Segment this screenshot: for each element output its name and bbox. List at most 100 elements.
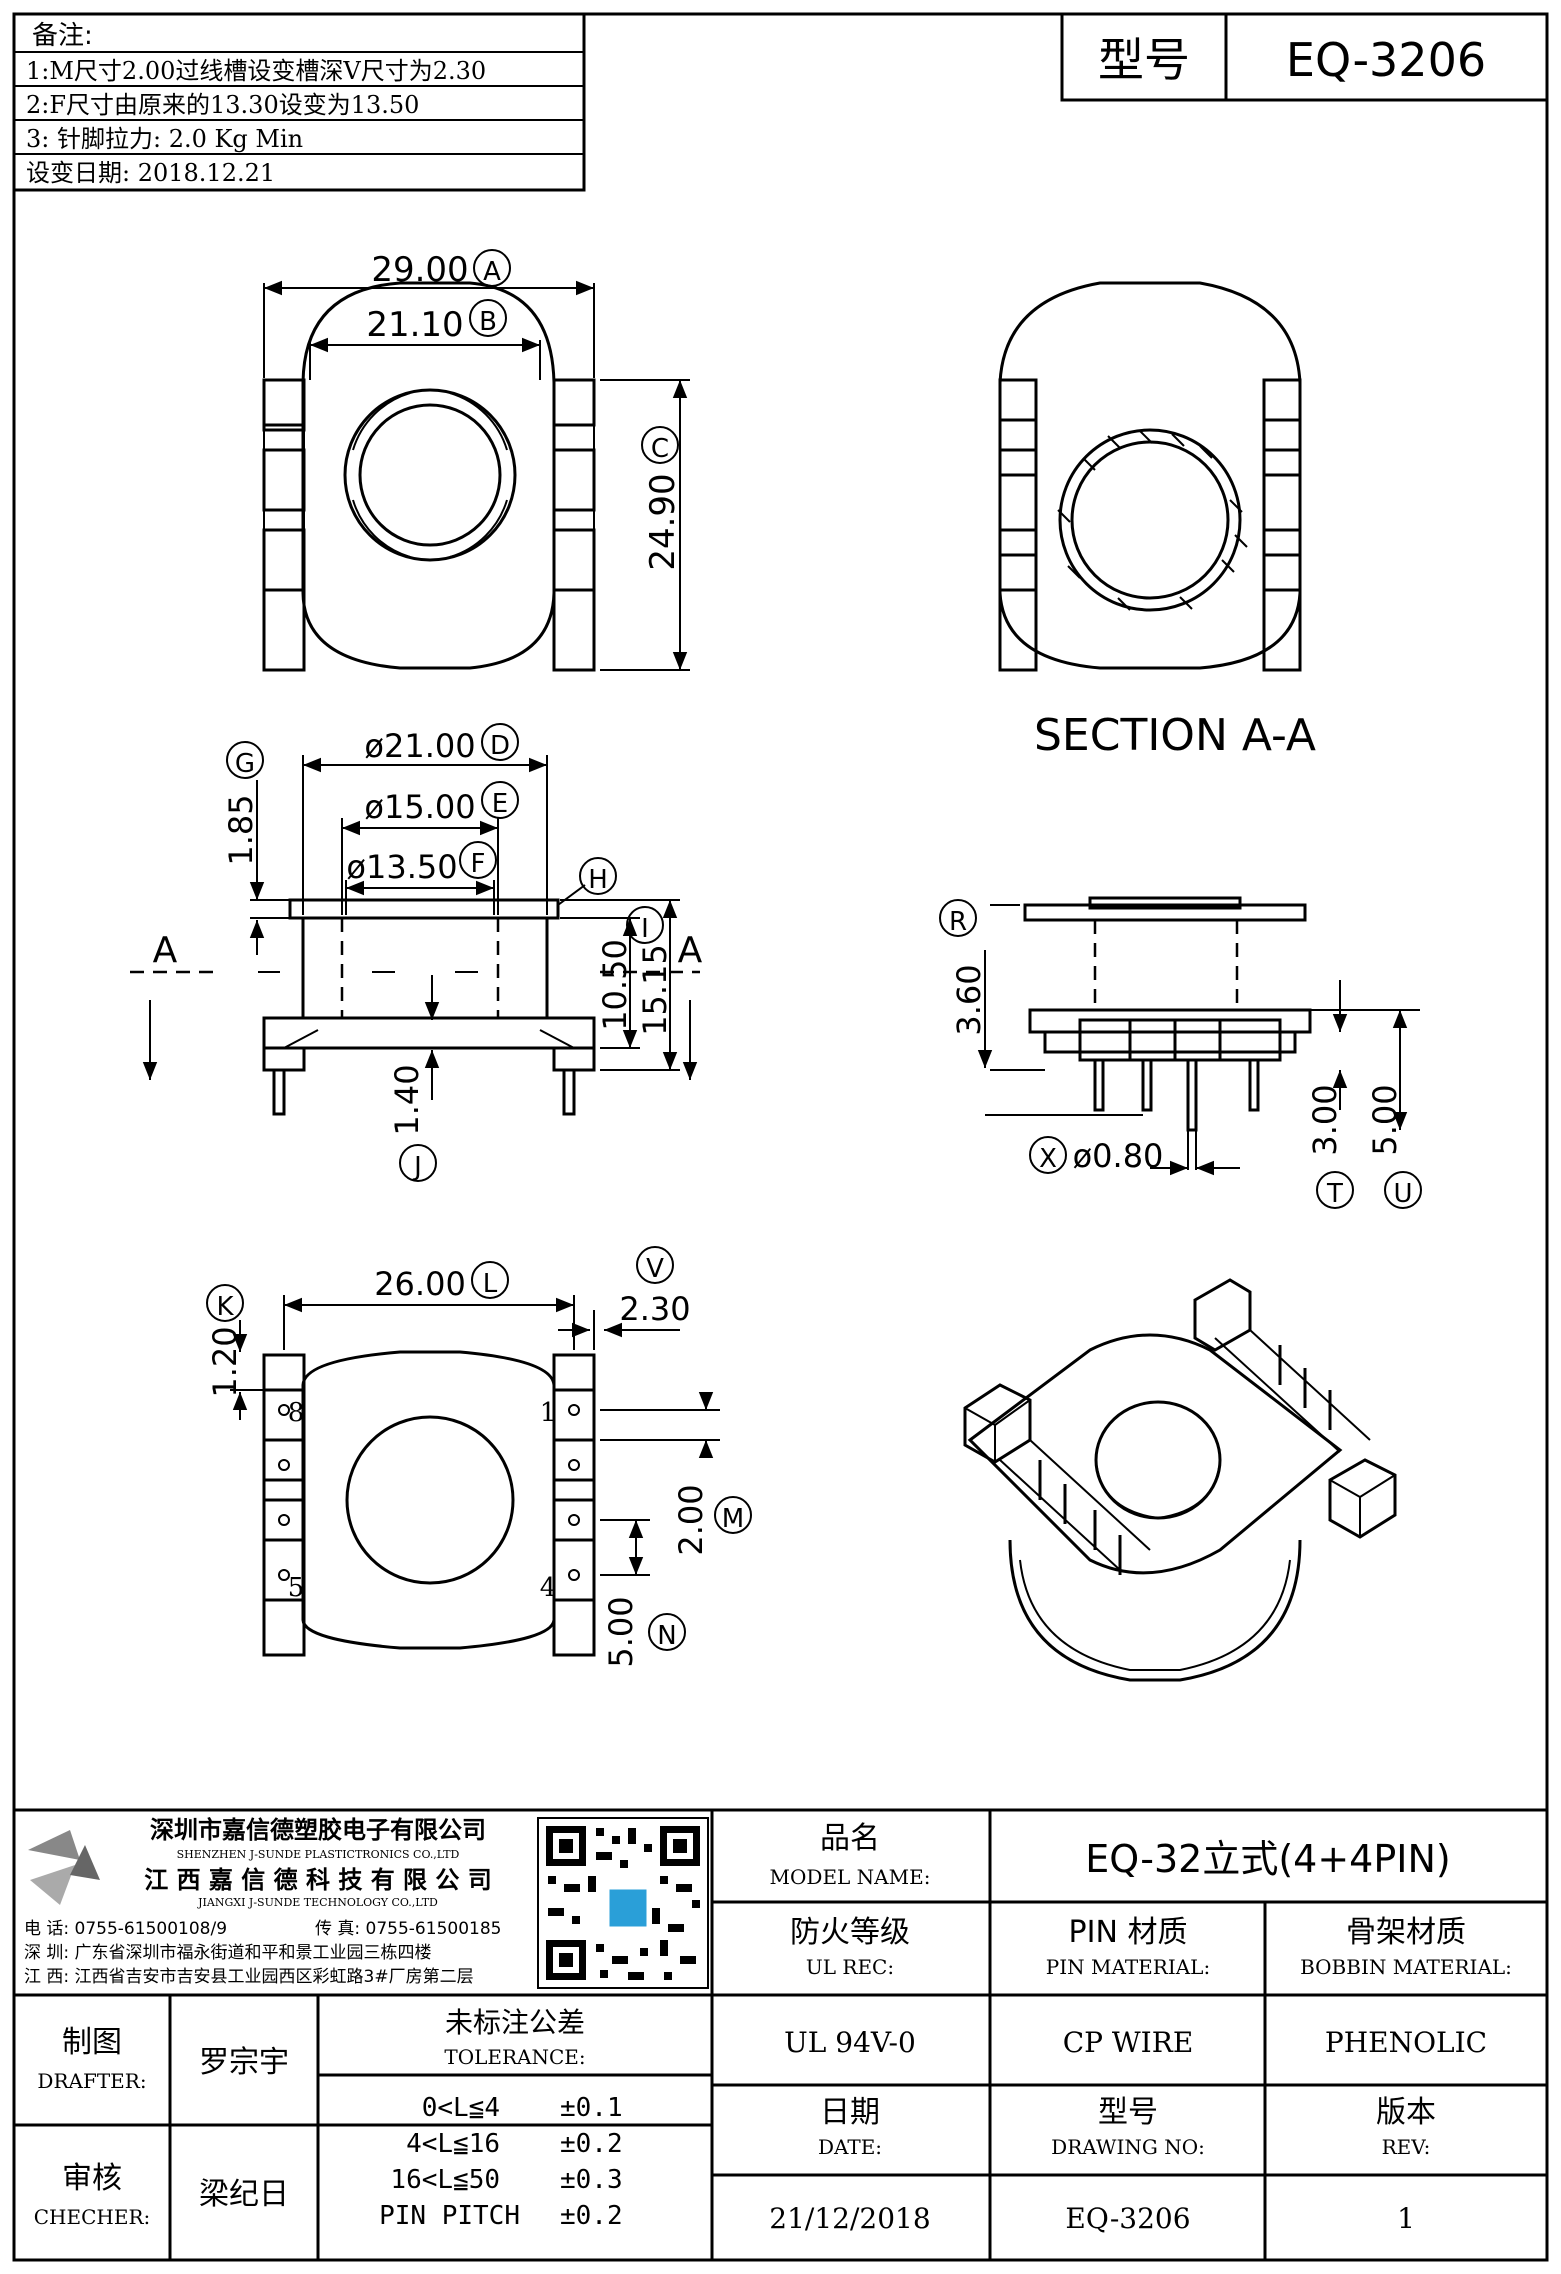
title-block: 深圳市嘉信德塑胶电子有限公司 SHENZHEN J-SUNDE PLASTICT… <box>14 1808 1547 2260</box>
pin-material-label-cn: PIN 材质 <box>1069 1915 1188 1950</box>
label-m: M <box>722 1504 744 1534</box>
label-b: B <box>479 307 497 337</box>
tolerance-value-3: ±0.3 <box>560 2165 623 2195</box>
dim-3-00: 3.00 <box>1306 1084 1344 1155</box>
dim-15-15: 15.15 <box>636 944 674 1036</box>
company-phone: 电 话: 0755-61500108/9 <box>24 1919 227 1939</box>
ul-label-cn: 防火等级 <box>790 1915 910 1950</box>
drawing-no-value: EQ-3206 <box>1065 2202 1190 2235</box>
side-view: 3.60 R X ø0.80 3.00 5.00 T U <box>939 896 1422 1209</box>
checker-label-cn: 审核 <box>62 2161 122 2196</box>
model-name-label-cn: 品名 <box>820 1821 880 1856</box>
label-h: H <box>588 865 608 895</box>
dim-2-30: 2.30 <box>619 1290 690 1328</box>
model-header-value: EQ-3206 <box>1286 33 1486 87</box>
dim-5-00-b: 5.00 <box>602 1596 640 1667</box>
drafter-value: 罗宗宇 <box>199 2045 289 2080</box>
front-view: A A ø21.00 D ø15.00 E ø13.50 F 1.85 <box>130 723 703 1182</box>
label-r: R <box>949 907 967 937</box>
label-c: C <box>651 434 669 464</box>
isometric-view <box>963 1278 1397 1682</box>
dim-x: ø0.80 <box>1073 1137 1164 1175</box>
note-2: 2:F尺寸由原来的13.30设变为13.50 <box>26 91 419 119</box>
pin-number-1: 1 <box>540 1398 557 1428</box>
rev-label-en: REV: <box>1382 2135 1431 2159</box>
label-d: D <box>490 731 510 761</box>
rev-value: 1 <box>1397 2202 1415 2235</box>
label-t: T <box>1326 1179 1343 1209</box>
dim-10-50: 10.50 <box>596 939 634 1031</box>
bobbin-material-label-cn: 骨架材质 <box>1346 1915 1466 1950</box>
tolerance-range-4: PIN PITCH <box>379 2201 520 2231</box>
company-name-en-2: JIANGXI J-SUNDE TECHNOLOGY CO.,LTD <box>197 1896 438 1909</box>
drafter-label-en: DRAFTER: <box>37 2069 146 2093</box>
bottom-view: 8 1 5 4 26.00 L 2.30 V 1.20 K 2.00 M <box>206 1246 752 1668</box>
company-fax: 传 真: 0755-61500185 <box>315 1919 501 1939</box>
date-value: 21/12/2018 <box>769 2202 930 2235</box>
pin-number-5: 5 <box>288 1573 305 1603</box>
drawing-frame <box>12 12 1549 2262</box>
date-label-cn: 日期 <box>820 2095 880 2130</box>
drafter-label-cn: 制图 <box>62 2025 122 2060</box>
company-name-cn-1: 深圳市嘉信德塑胶电子有限公司 <box>150 1816 486 1844</box>
label-i: I <box>641 914 649 944</box>
tolerance-range-1: 0<L≦4 <box>422 2093 500 2123</box>
label-x: X <box>1039 1144 1057 1174</box>
label-j: J <box>412 1152 422 1182</box>
section-mark-right: A <box>678 930 703 971</box>
model-name-value: EQ-32立式(4+4PIN) <box>1085 1837 1450 1881</box>
pin-number-8: 8 <box>288 1398 305 1428</box>
label-v: V <box>646 1254 664 1284</box>
notes-title: 备注: <box>32 21 93 51</box>
label-u: U <box>1393 1179 1412 1209</box>
tolerance-label-en: TOLERANCE: <box>444 2045 585 2069</box>
tolerance-range-2: 4<L≦16 <box>406 2129 500 2159</box>
label-g: G <box>235 749 255 779</box>
section-mark-left: A <box>153 930 178 971</box>
model-header: 型号 EQ-3206 <box>1060 12 1549 102</box>
dim-j: 1.40 <box>388 1064 426 1135</box>
checker-label-en: CHECHER: <box>34 2205 150 2229</box>
pin-material-value: CP WIRE <box>1063 2026 1194 2059</box>
company-address-2: 江 西: 江西省吉安市吉安县工业园西区彩虹路3#厂房第二层 <box>24 1967 474 1987</box>
section-view: SECTION A-A <box>998 281 1316 761</box>
dim-g: 1.85 <box>222 794 260 865</box>
dim-5-00: 5.00 <box>1366 1084 1404 1155</box>
drawing-no-label-cn: 型号 <box>1098 2095 1158 2130</box>
pin-material-label-en: PIN MATERIAL: <box>1046 1955 1210 1979</box>
section-title: SECTION A-A <box>1034 710 1316 761</box>
bobbin-material-label-en: BOBBIN MATERIAL: <box>1300 1955 1512 1979</box>
dim-24-90: 24.90 <box>643 473 683 570</box>
tolerance-value-4: ±0.2 <box>560 2201 623 2231</box>
rev-label-cn: 版本 <box>1376 2095 1436 2130</box>
date-label-en: DATE: <box>818 2135 882 2159</box>
label-e: E <box>492 789 508 819</box>
dim-21-10: 21.10 <box>366 305 463 345</box>
ul-label-en: UL REC: <box>806 1955 894 1979</box>
qr-code-image <box>537 1817 709 1989</box>
label-a: A <box>483 257 501 287</box>
notes-box: 备注: 1:M尺寸2.00过线槽设变槽深V尺寸为2.30 2:F尺寸由原来的13… <box>12 12 586 192</box>
tolerance-label-cn: 未标注公差 <box>445 2006 585 2039</box>
dim-3-60: 3.60 <box>950 964 988 1035</box>
dim-29: 29.00 <box>371 250 468 290</box>
top-view: 29.00 A 21.10 B 24.90 C <box>262 249 690 672</box>
bobbin-material-value: PHENOLIC <box>1325 2026 1487 2059</box>
company-address-1: 深 圳: 广东省深圳市福永街道和平和景工业园三栋四楼 <box>24 1943 432 1963</box>
checker-value: 梁纪日 <box>199 2177 289 2212</box>
dim-26: 26.00 <box>374 1265 466 1303</box>
dim-d: ø21.00 <box>364 727 475 765</box>
label-n: N <box>657 1621 676 1651</box>
label-f: F <box>471 849 486 879</box>
dim-1-20: 1.20 <box>206 1326 244 1397</box>
label-k: K <box>216 1292 234 1322</box>
company-logo <box>28 1830 100 1905</box>
ul-value: UL 94V-0 <box>784 2026 916 2059</box>
note-1: 1:M尺寸2.00过线槽设变槽深V尺寸为2.30 <box>26 57 486 85</box>
label-l: L <box>483 1269 498 1299</box>
tolerance-value-1: ±0.1 <box>560 2093 623 2123</box>
tolerance-value-2: ±0.2 <box>560 2129 623 2159</box>
dim-f: ø13.50 <box>346 848 457 886</box>
dim-e: ø15.00 <box>364 788 475 826</box>
drawing-no-label-en: DRAWING NO: <box>1051 2135 1205 2159</box>
